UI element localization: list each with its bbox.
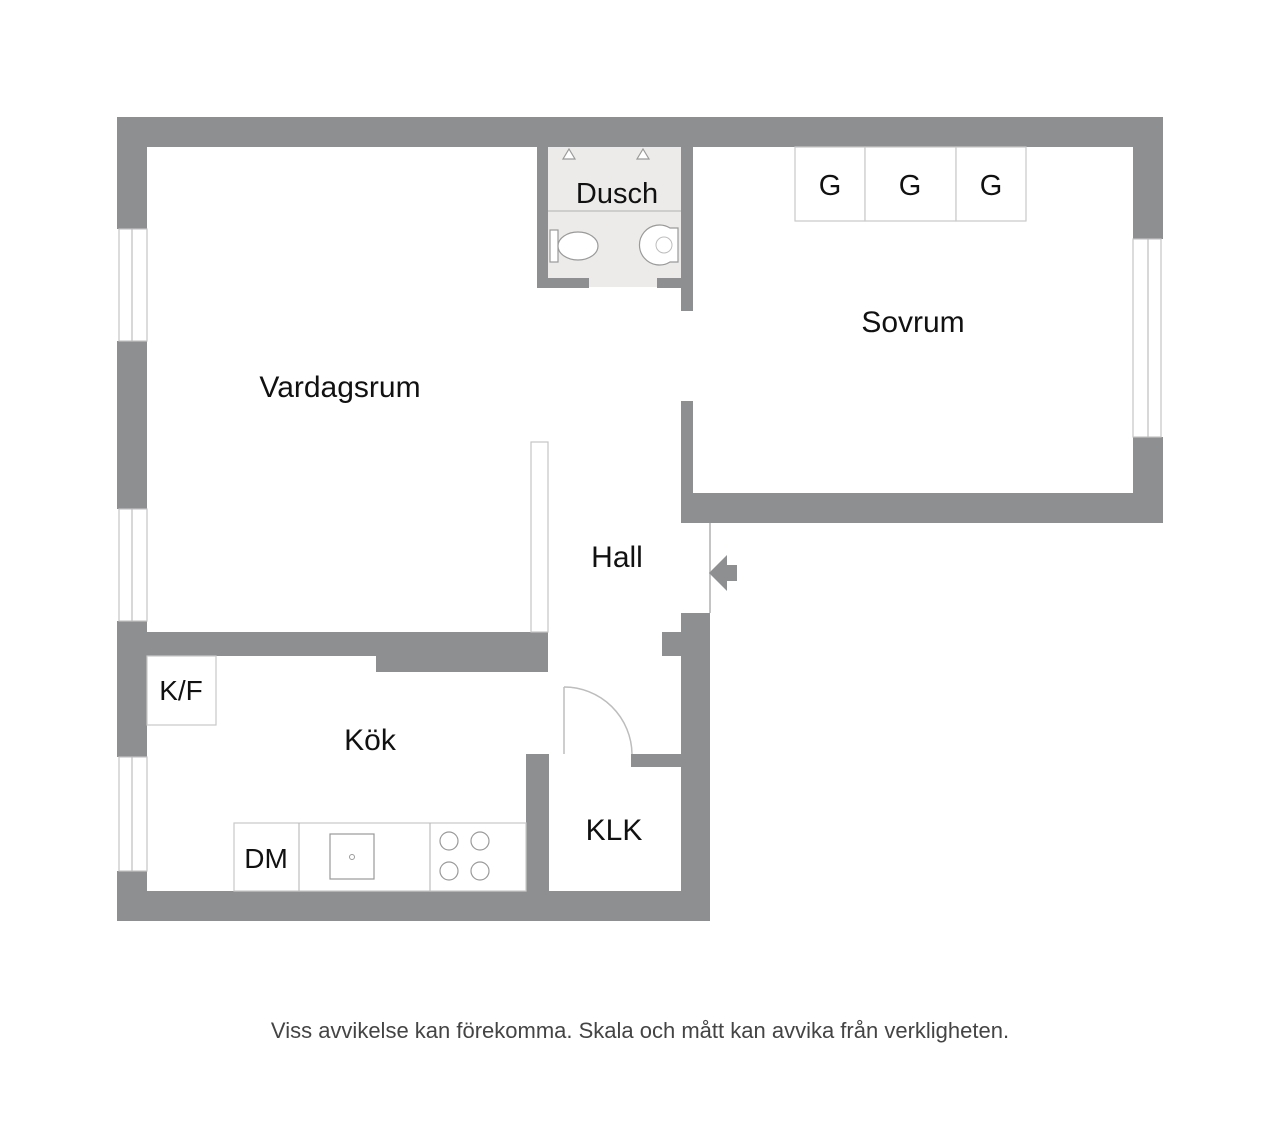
room-label-vardagsrum: Vardagsrum (259, 371, 420, 404)
wardrobe-label-1: G (819, 170, 842, 202)
room-label-dusch: Dusch (576, 178, 658, 210)
fridge-freezer (146, 655, 217, 726)
fridge-freezer-label: K/F (159, 675, 203, 706)
floor-plan: Vardagsrum Sovrum Dusch Hall Kök KLK G G… (117, 117, 1163, 921)
room-label-kok: Kök (344, 724, 397, 757)
sink-icon (638, 224, 679, 266)
room-label-hall: Hall (591, 541, 643, 574)
disclaimer-text: Viss avvikelse kan förekomma. Skala och … (270, 1018, 1010, 1043)
entrance-arrow-icon (709, 555, 737, 591)
wardrobe-label-3: G (980, 170, 1003, 202)
room-label-sovrum: Sovrum (861, 306, 964, 339)
room-label-klk: KLK (586, 814, 643, 847)
toilet-icon (549, 229, 599, 263)
wardrobe-label-2: G (899, 170, 922, 202)
wardrobes (794, 146, 1027, 222)
dishwasher-label: DM (244, 843, 288, 874)
sink-icon (329, 833, 375, 880)
windows (118, 228, 1162, 872)
walls (117, 117, 1163, 921)
bathroom-floor (548, 147, 681, 287)
klk-door[interactable] (563, 686, 633, 755)
stove-icon (439, 831, 490, 881)
shower-area (548, 147, 681, 212)
